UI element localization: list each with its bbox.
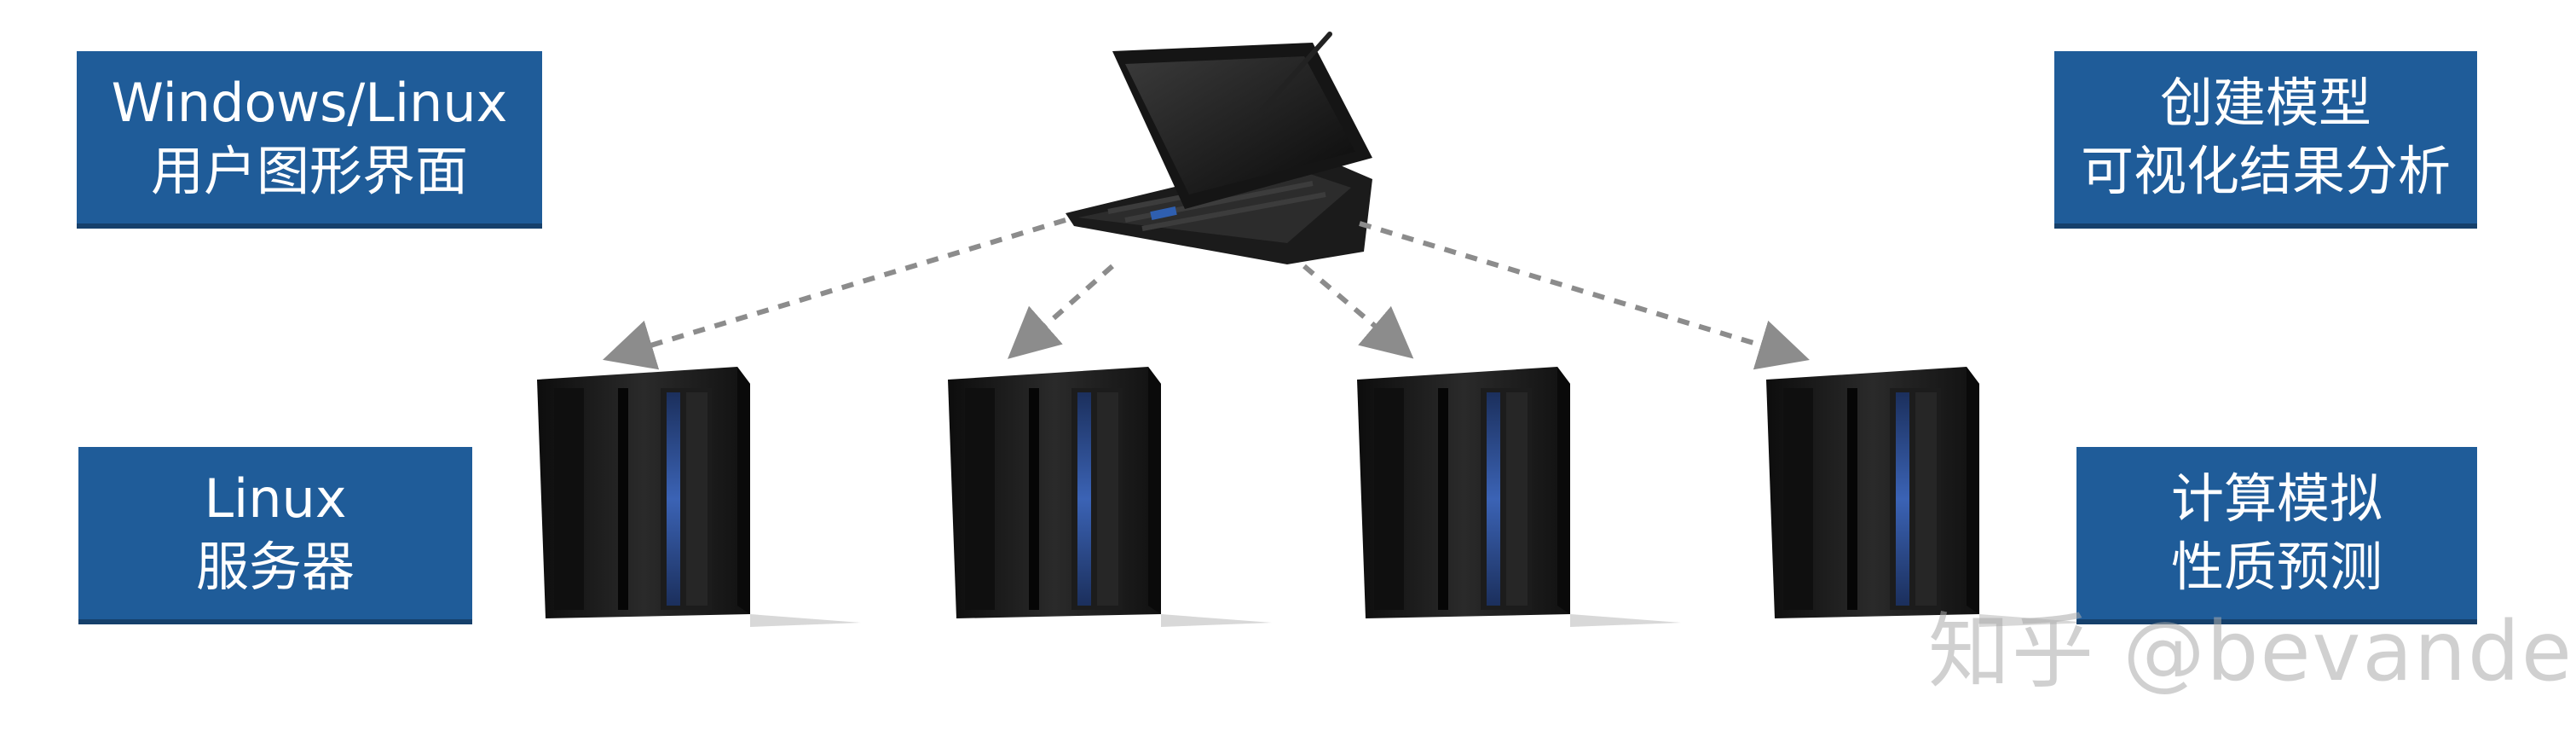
server-label-line1: Linux <box>204 467 347 530</box>
compute-label-line2: 性质预测 <box>2170 536 2383 598</box>
server-rack-icon <box>537 367 861 627</box>
model-label-line2: 可视化结果分析 <box>2080 140 2451 202</box>
server-rack-icon <box>1357 367 1681 627</box>
compute-label-box: 计算模拟 性质预测 <box>2076 447 2477 619</box>
server-rack-icon <box>1766 367 2090 627</box>
arrow-to-server-1 <box>603 218 1066 370</box>
watermark: 知乎 @bevander <box>1928 604 2576 699</box>
arrow-to-server-2 <box>1008 264 1114 359</box>
arrow-to-server-3 <box>1302 264 1414 359</box>
compute-label-line1: 计算模拟 <box>2170 467 2383 530</box>
gui-label-line2: 用户图形界面 <box>150 140 468 202</box>
gui-label-line1: Windows/Linux <box>111 72 508 134</box>
connection-arrows <box>603 218 1810 370</box>
model-label-line1: 创建模型 <box>2159 72 2371 134</box>
server-label-box: Linux 服务器 <box>78 447 472 619</box>
model-label-box: 创建模型 可视化结果分析 <box>2054 51 2477 223</box>
gui-label-box: Windows/Linux 用户图形界面 <box>77 51 542 223</box>
server-rack-icon <box>948 367 1272 627</box>
arrow-to-server-4 <box>1359 221 1810 370</box>
laptop-icon <box>1066 32 1372 264</box>
server-label-line2: 服务器 <box>195 536 355 598</box>
